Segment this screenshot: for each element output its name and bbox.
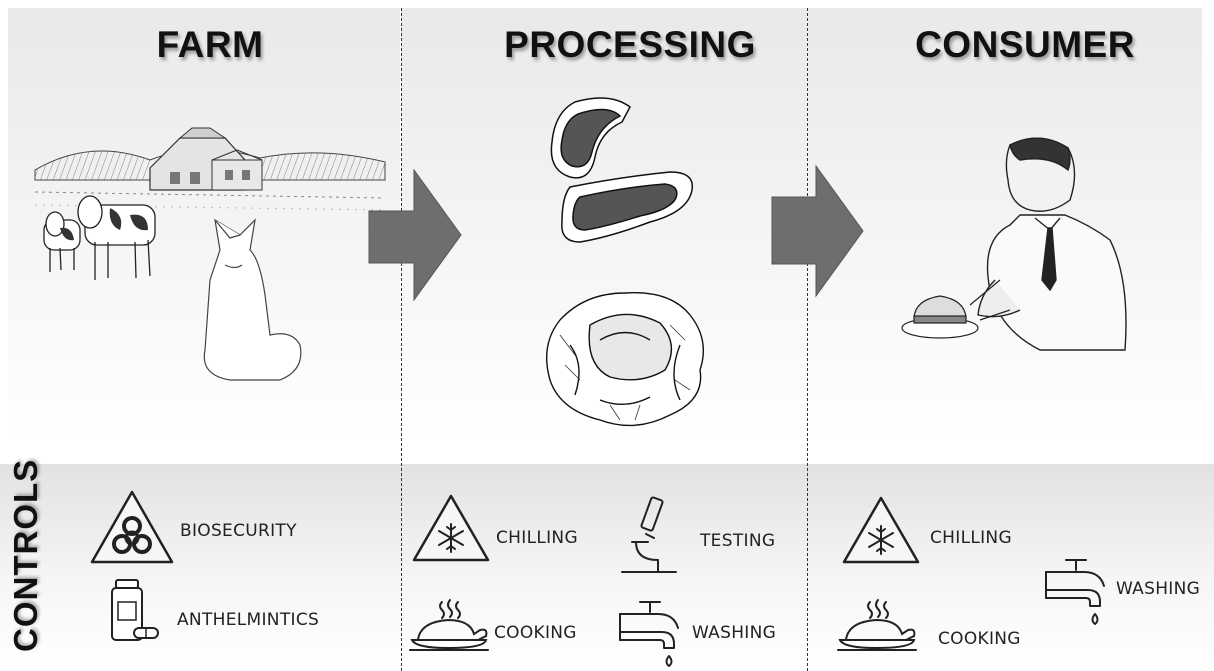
title-farm: FARM: [156, 24, 264, 65]
control-anthelmintics: ANTHELMINTICS: [177, 610, 320, 630]
steak-illustration: [550, 97, 694, 243]
cooked-chicken-icon: [409, 599, 489, 651]
divider-processing-consumer: [807, 8, 808, 671]
control-chilling-consumer: CHILLING: [930, 528, 1012, 548]
controls-panel: [0, 464, 1214, 671]
control-testing: TESTING: [700, 531, 776, 551]
farm-illustration: [34, 127, 386, 381]
control-cooking-processing: COOKING: [494, 623, 577, 643]
medicine-icon: [111, 579, 159, 641]
flow-arrow-1: [368, 168, 462, 302]
divider-farm-processing: [401, 8, 402, 671]
title-processing: PROCESSING: [504, 24, 756, 65]
biohazard-icon: [90, 490, 174, 564]
control-chilling-processing: CHILLING: [496, 528, 578, 548]
faucet-icon: [619, 601, 679, 667]
control-washing-consumer: WASHING: [1116, 579, 1201, 599]
controls-label: CONTROLS: [7, 458, 44, 652]
microscope-icon: [621, 496, 677, 573]
control-biosecurity: BIOSECURITY: [180, 521, 297, 541]
faucet-icon: [1045, 559, 1105, 625]
snowflake-icon: [842, 496, 920, 564]
control-cooking-consumer: COOKING: [938, 629, 1021, 649]
man-eating-illustration: [901, 137, 1127, 351]
flow-arrow-2: [771, 164, 864, 298]
cabbage-illustration: [545, 291, 704, 427]
snowflake-icon: [412, 494, 490, 562]
cooked-chicken-icon: [837, 599, 917, 651]
title-consumer: CONSUMER: [915, 24, 1135, 65]
control-washing-processing: WASHING: [692, 623, 777, 643]
